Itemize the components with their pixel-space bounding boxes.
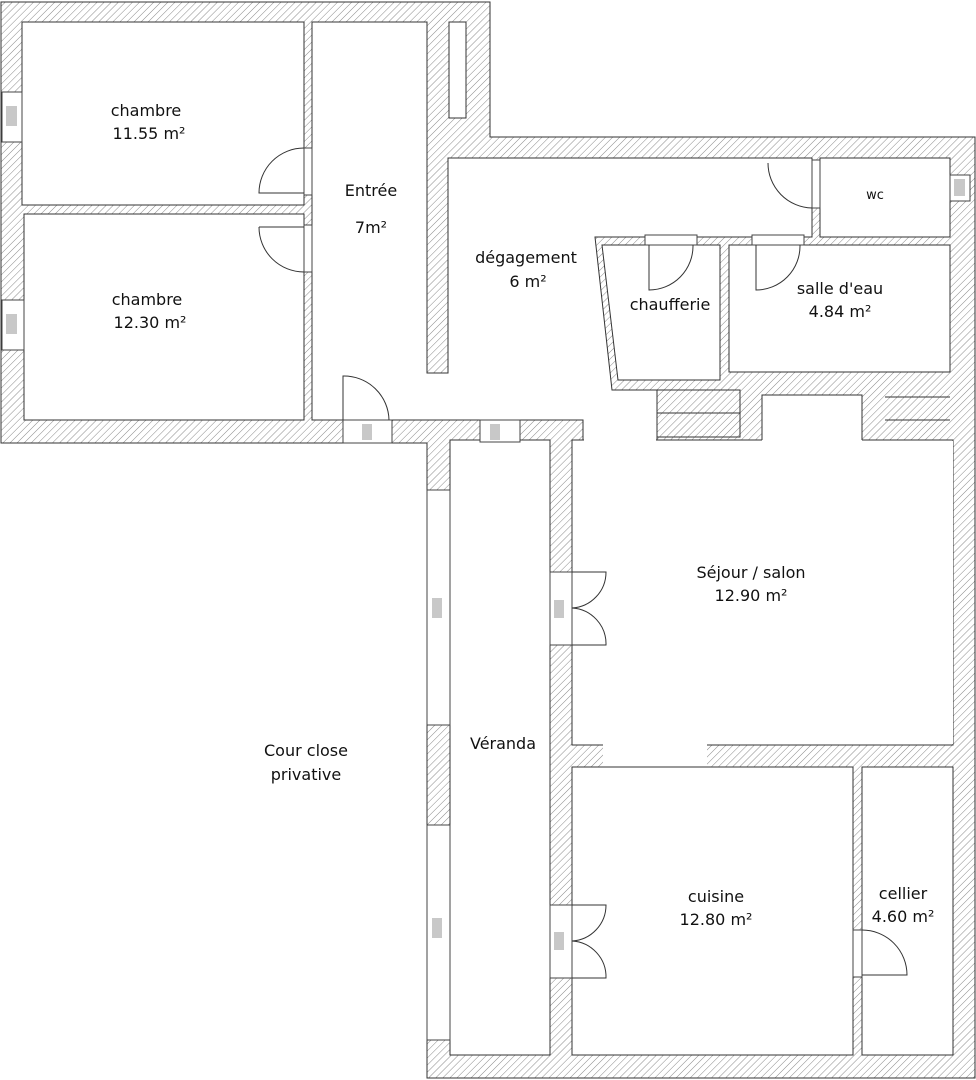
glass [490,424,500,440]
door-frame [644,234,698,246]
double-door-sejour[interactable] [571,571,607,646]
label-chambre-2: chambre [112,290,183,309]
room-cuisine [571,766,854,1056]
glass [554,600,564,618]
glass [432,918,442,938]
room-wc [819,157,951,238]
sejour-passage [762,395,862,441]
niche [448,21,467,119]
doors [258,147,908,979]
door-frame [811,159,821,209]
label-chaufferie: chaufferie [630,295,711,314]
area-degagement: 6 m² [509,272,546,291]
glass [6,106,17,126]
label-cellier: cellier [879,884,928,903]
label-entree: Entrée [345,181,397,200]
area-cuisine: 12.80 m² [680,910,753,929]
double-door-cuisine[interactable] [571,904,607,979]
area-chambre-2: 12.30 m² [114,313,187,332]
room-veranda [449,439,551,1056]
room-salle-eau [728,244,951,373]
glass [554,932,564,950]
opening-join-2 [584,391,656,443]
area-chambre-1: 11.55 m² [113,124,186,143]
area-salle-eau: 4.84 m² [809,302,872,321]
door-frame [751,234,805,246]
door-swing[interactable] [648,244,694,291]
door-frame [852,929,863,978]
opening-join [573,441,953,744]
room-chambre-2 [23,213,305,421]
label-veranda: Véranda [470,734,536,753]
sejour-passage-edge [761,394,863,440]
door-frame [303,224,313,273]
sejour-cuisine-opening [603,744,707,768]
door-swing[interactable] [258,226,305,273]
label-cour-2: privative [271,765,341,784]
label-degagement: dégagement [475,248,577,267]
room-cellier [861,766,954,1056]
door-swing[interactable] [767,162,813,209]
glass [954,179,965,196]
door-swing[interactable] [258,147,305,194]
label-cuisine: cuisine [688,887,744,906]
glass [432,598,442,618]
glass [6,314,17,334]
label-sejour: Séjour / salon [696,563,805,582]
label-salle-eau: salle d'eau [797,279,883,298]
room-chambre-1 [21,21,305,206]
door-frame [303,147,313,196]
door-swing[interactable] [755,244,801,291]
area-cellier: 4.60 m² [872,907,935,926]
area-sejour: 12.90 m² [715,586,788,605]
label-wc: wc [866,188,884,203]
door-swing[interactable] [342,375,390,421]
door-swing[interactable] [861,929,908,976]
label-cour-1: Cour close [264,741,348,760]
windows [1,91,971,1041]
area-entree: 7m² [355,218,387,237]
glass [362,424,372,440]
room-entree-degagement [311,21,813,441]
label-chambre-1: chambre [111,101,182,120]
